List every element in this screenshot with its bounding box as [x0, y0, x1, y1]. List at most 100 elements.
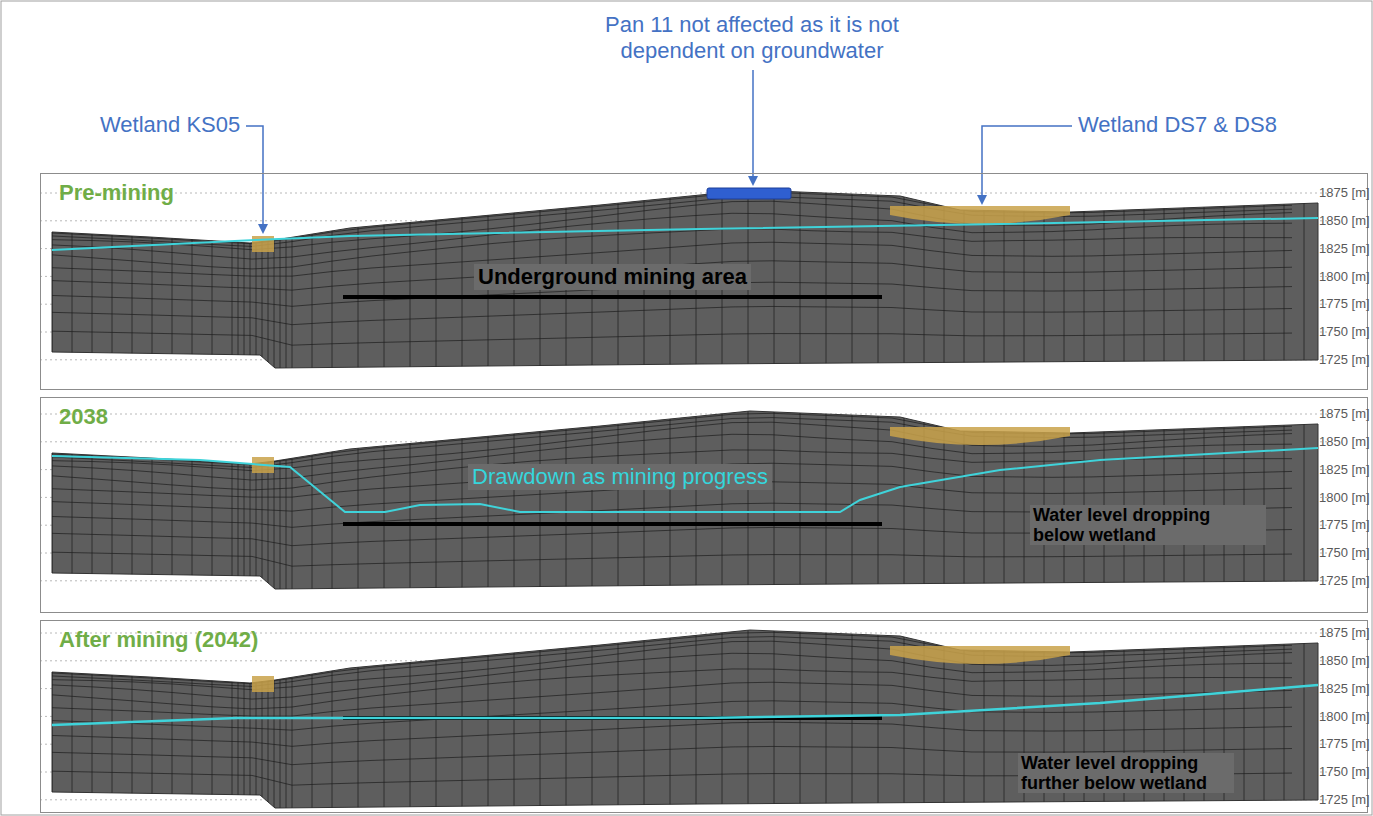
mesh-line [852, 180, 853, 380]
mesh-line [540, 401, 541, 601]
elevation-label: 1825 [m] [1319, 462, 1370, 478]
mesh-line [52, 620, 53, 816]
drawdown-label: Drawdown as mining progress [468, 464, 772, 490]
elevation-label: 1800 [m] [1319, 709, 1370, 725]
elevation-gridline [40, 414, 1330, 415]
elevation-label: 1775 [m] [1319, 296, 1370, 312]
elevation-label: 1875 [m] [1319, 625, 1370, 641]
mesh-line [722, 401, 723, 601]
mesh-line [52, 201, 1292, 249]
mesh-line [1244, 180, 1245, 380]
mesh-line [1304, 620, 1305, 816]
mesh-line [332, 180, 333, 380]
leader-line [752, 70, 754, 184]
water-level-line [52, 448, 1318, 512]
mesh-line [878, 180, 879, 380]
mesh-line [1144, 401, 1145, 601]
mesh-line [292, 180, 293, 380]
mesh-line [52, 682, 1292, 716]
callout-text: Pan 11 not affected as it is not depende… [562, 12, 942, 65]
mesh-line [212, 180, 213, 380]
mesh-line [1084, 180, 1085, 380]
mesh-line [52, 552, 1292, 566]
mesh-line [132, 180, 133, 380]
mesh-line [1224, 180, 1225, 380]
mesh-line [274, 180, 275, 380]
mesh-line [232, 401, 233, 601]
mesh-line [52, 229, 1292, 269]
mesh-line [878, 401, 879, 601]
mesh-line [52, 306, 1292, 324]
model-body [52, 190, 1318, 368]
mesh-line [1204, 401, 1205, 601]
elevation-label: 1725 [m] [1319, 573, 1370, 589]
mesh-line [244, 180, 245, 380]
mesh-line [514, 401, 515, 601]
wetland-ds7-ds8 [890, 646, 1070, 664]
mesh-line [72, 180, 73, 380]
callout-text: Wetland DS7 & DS8 [1078, 112, 1277, 138]
mesh-line [112, 180, 113, 380]
model-section [40, 401, 1330, 601]
elevation-label: 1850 [m] [1319, 653, 1370, 669]
elevation-label: 1875 [m] [1319, 406, 1370, 422]
elevation-label: 1850 [m] [1319, 213, 1370, 229]
mesh-line [852, 401, 853, 601]
mesh-line [1124, 401, 1125, 601]
mesh-line [1104, 180, 1105, 380]
mesh-line [462, 401, 463, 601]
model-section [40, 180, 1330, 380]
elevation-label: 1825 [m] [1319, 681, 1370, 697]
mesh-line [696, 401, 697, 601]
mesh-line [112, 401, 113, 601]
mesh-line [1264, 620, 1265, 816]
mesh-line [358, 180, 359, 380]
mesh-line [274, 401, 275, 601]
mesh-line [238, 401, 239, 601]
mesh-line [244, 401, 245, 601]
mesh-line [644, 401, 645, 601]
mesh-line [592, 401, 593, 601]
mesh-line [192, 401, 193, 601]
mesh-line [250, 180, 251, 380]
mesh-line [212, 401, 213, 601]
mesh-line [292, 401, 293, 601]
mesh-line [618, 401, 619, 601]
mesh-line [256, 401, 257, 601]
note-text: Water level dropping below wetland [1030, 505, 1266, 545]
mesh-line [92, 401, 93, 601]
mesh-line [232, 180, 233, 380]
mesh-line [262, 401, 263, 601]
mesh-line [172, 180, 173, 380]
mesh-line [52, 331, 1292, 345]
elevation-label: 1850 [m] [1319, 434, 1370, 450]
mesh-line [52, 261, 1292, 290]
mesh-line [358, 401, 359, 601]
mesh-line [268, 401, 269, 601]
model-mesh [52, 401, 1304, 601]
mesh-line [800, 180, 801, 380]
mesh-line [1124, 180, 1125, 380]
mesh-line [72, 401, 73, 601]
mesh-line [132, 401, 133, 601]
mesh-line [384, 401, 385, 601]
mesh-line [826, 401, 827, 601]
mesh-line [488, 401, 489, 601]
leader-line [982, 126, 1072, 203]
elevation-label: 1750 [m] [1319, 324, 1370, 340]
model-mesh [52, 180, 1304, 380]
elevation-label: 1800 [m] [1319, 490, 1370, 506]
wetland-ks05 [252, 676, 274, 692]
elevation-label: 1725 [m] [1319, 352, 1370, 368]
elevation-label: 1750 [m] [1319, 764, 1370, 780]
elevation-label: 1725 [m] [1319, 792, 1370, 808]
mesh-line [152, 180, 153, 380]
mesh-line [670, 401, 671, 601]
mesh-line [1204, 180, 1205, 380]
mesh-line [1224, 401, 1225, 601]
panel-title: 2038 [59, 404, 108, 430]
model-section [40, 620, 1330, 816]
mesh-line [1184, 401, 1185, 601]
mesh-line [268, 180, 269, 380]
